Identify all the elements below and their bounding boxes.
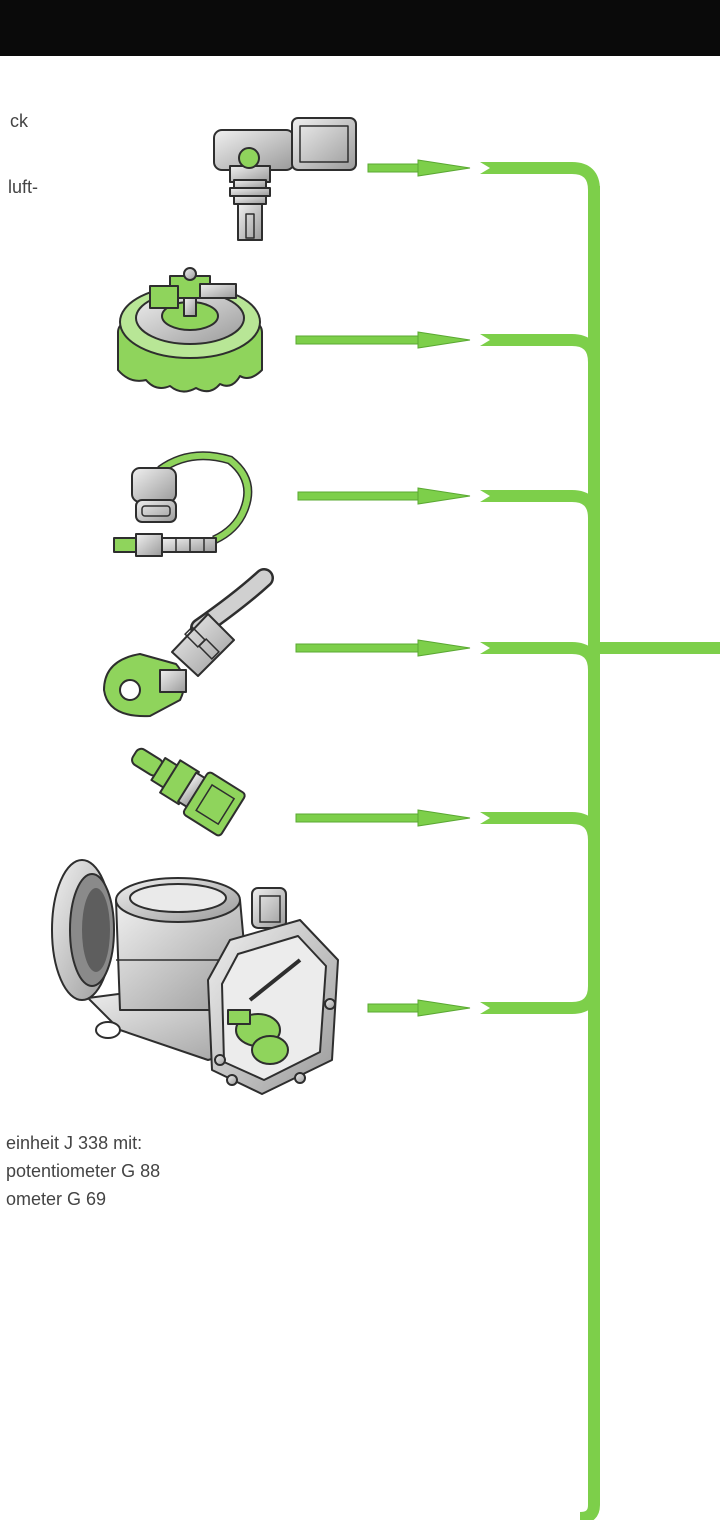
bus-branch-1	[518, 162, 600, 194]
throttle-body-icon	[51, 859, 339, 1095]
label-bottom-1: einheit J 338 mit:	[6, 1133, 143, 1153]
arrow-6	[367, 999, 520, 1017]
bus-branch-4	[518, 642, 600, 674]
bus-branch-3	[518, 490, 600, 522]
bus-branch-2	[518, 334, 600, 366]
bus-branch-5	[518, 812, 600, 844]
top-bar	[0, 0, 720, 56]
label-bottom-2: potentiometer G 88	[6, 1161, 161, 1181]
bus-trunk	[579, 186, 600, 1520]
pressure-sensor-icon	[213, 117, 357, 241]
arrow-3	[297, 487, 520, 505]
signal-bus	[518, 162, 720, 1520]
arrow-2	[295, 331, 520, 349]
bus-branch-6	[518, 982, 600, 1014]
label-top-1: ck	[10, 111, 28, 131]
hall-sender-icon	[117, 267, 263, 393]
arrow-4	[295, 639, 520, 657]
knock-sensor-icon	[103, 568, 274, 718]
label-bottom-3: ometer G 69	[6, 1189, 107, 1209]
label-top-2: luft-	[8, 177, 39, 197]
signal-arrows	[295, 159, 520, 1017]
temperature-sensor-icon	[131, 747, 246, 837]
arrow-1	[367, 159, 520, 177]
arrow-5	[295, 809, 520, 827]
bus-output	[594, 642, 720, 654]
lambda-probe-icon	[113, 451, 253, 557]
